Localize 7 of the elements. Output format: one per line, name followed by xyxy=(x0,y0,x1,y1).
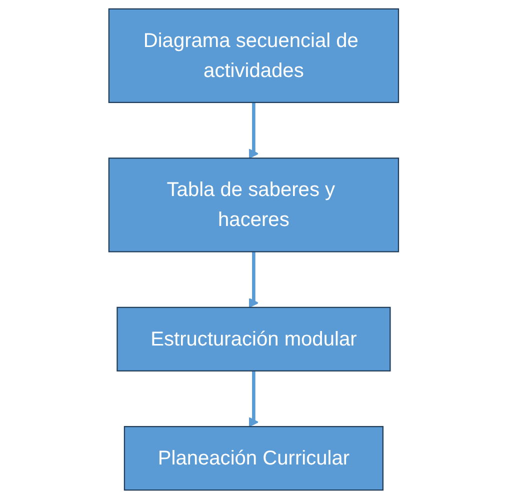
arrow xyxy=(249,100,259,159)
arrow xyxy=(249,369,259,428)
node-box: Diagrama secuencial de actividades xyxy=(108,8,400,104)
node-box: Tabla de saberes y haceres xyxy=(108,158,400,252)
node-box: Planeación Curricular xyxy=(124,426,384,491)
arrow xyxy=(249,250,259,308)
node-box: Estructuración modular xyxy=(116,306,392,372)
